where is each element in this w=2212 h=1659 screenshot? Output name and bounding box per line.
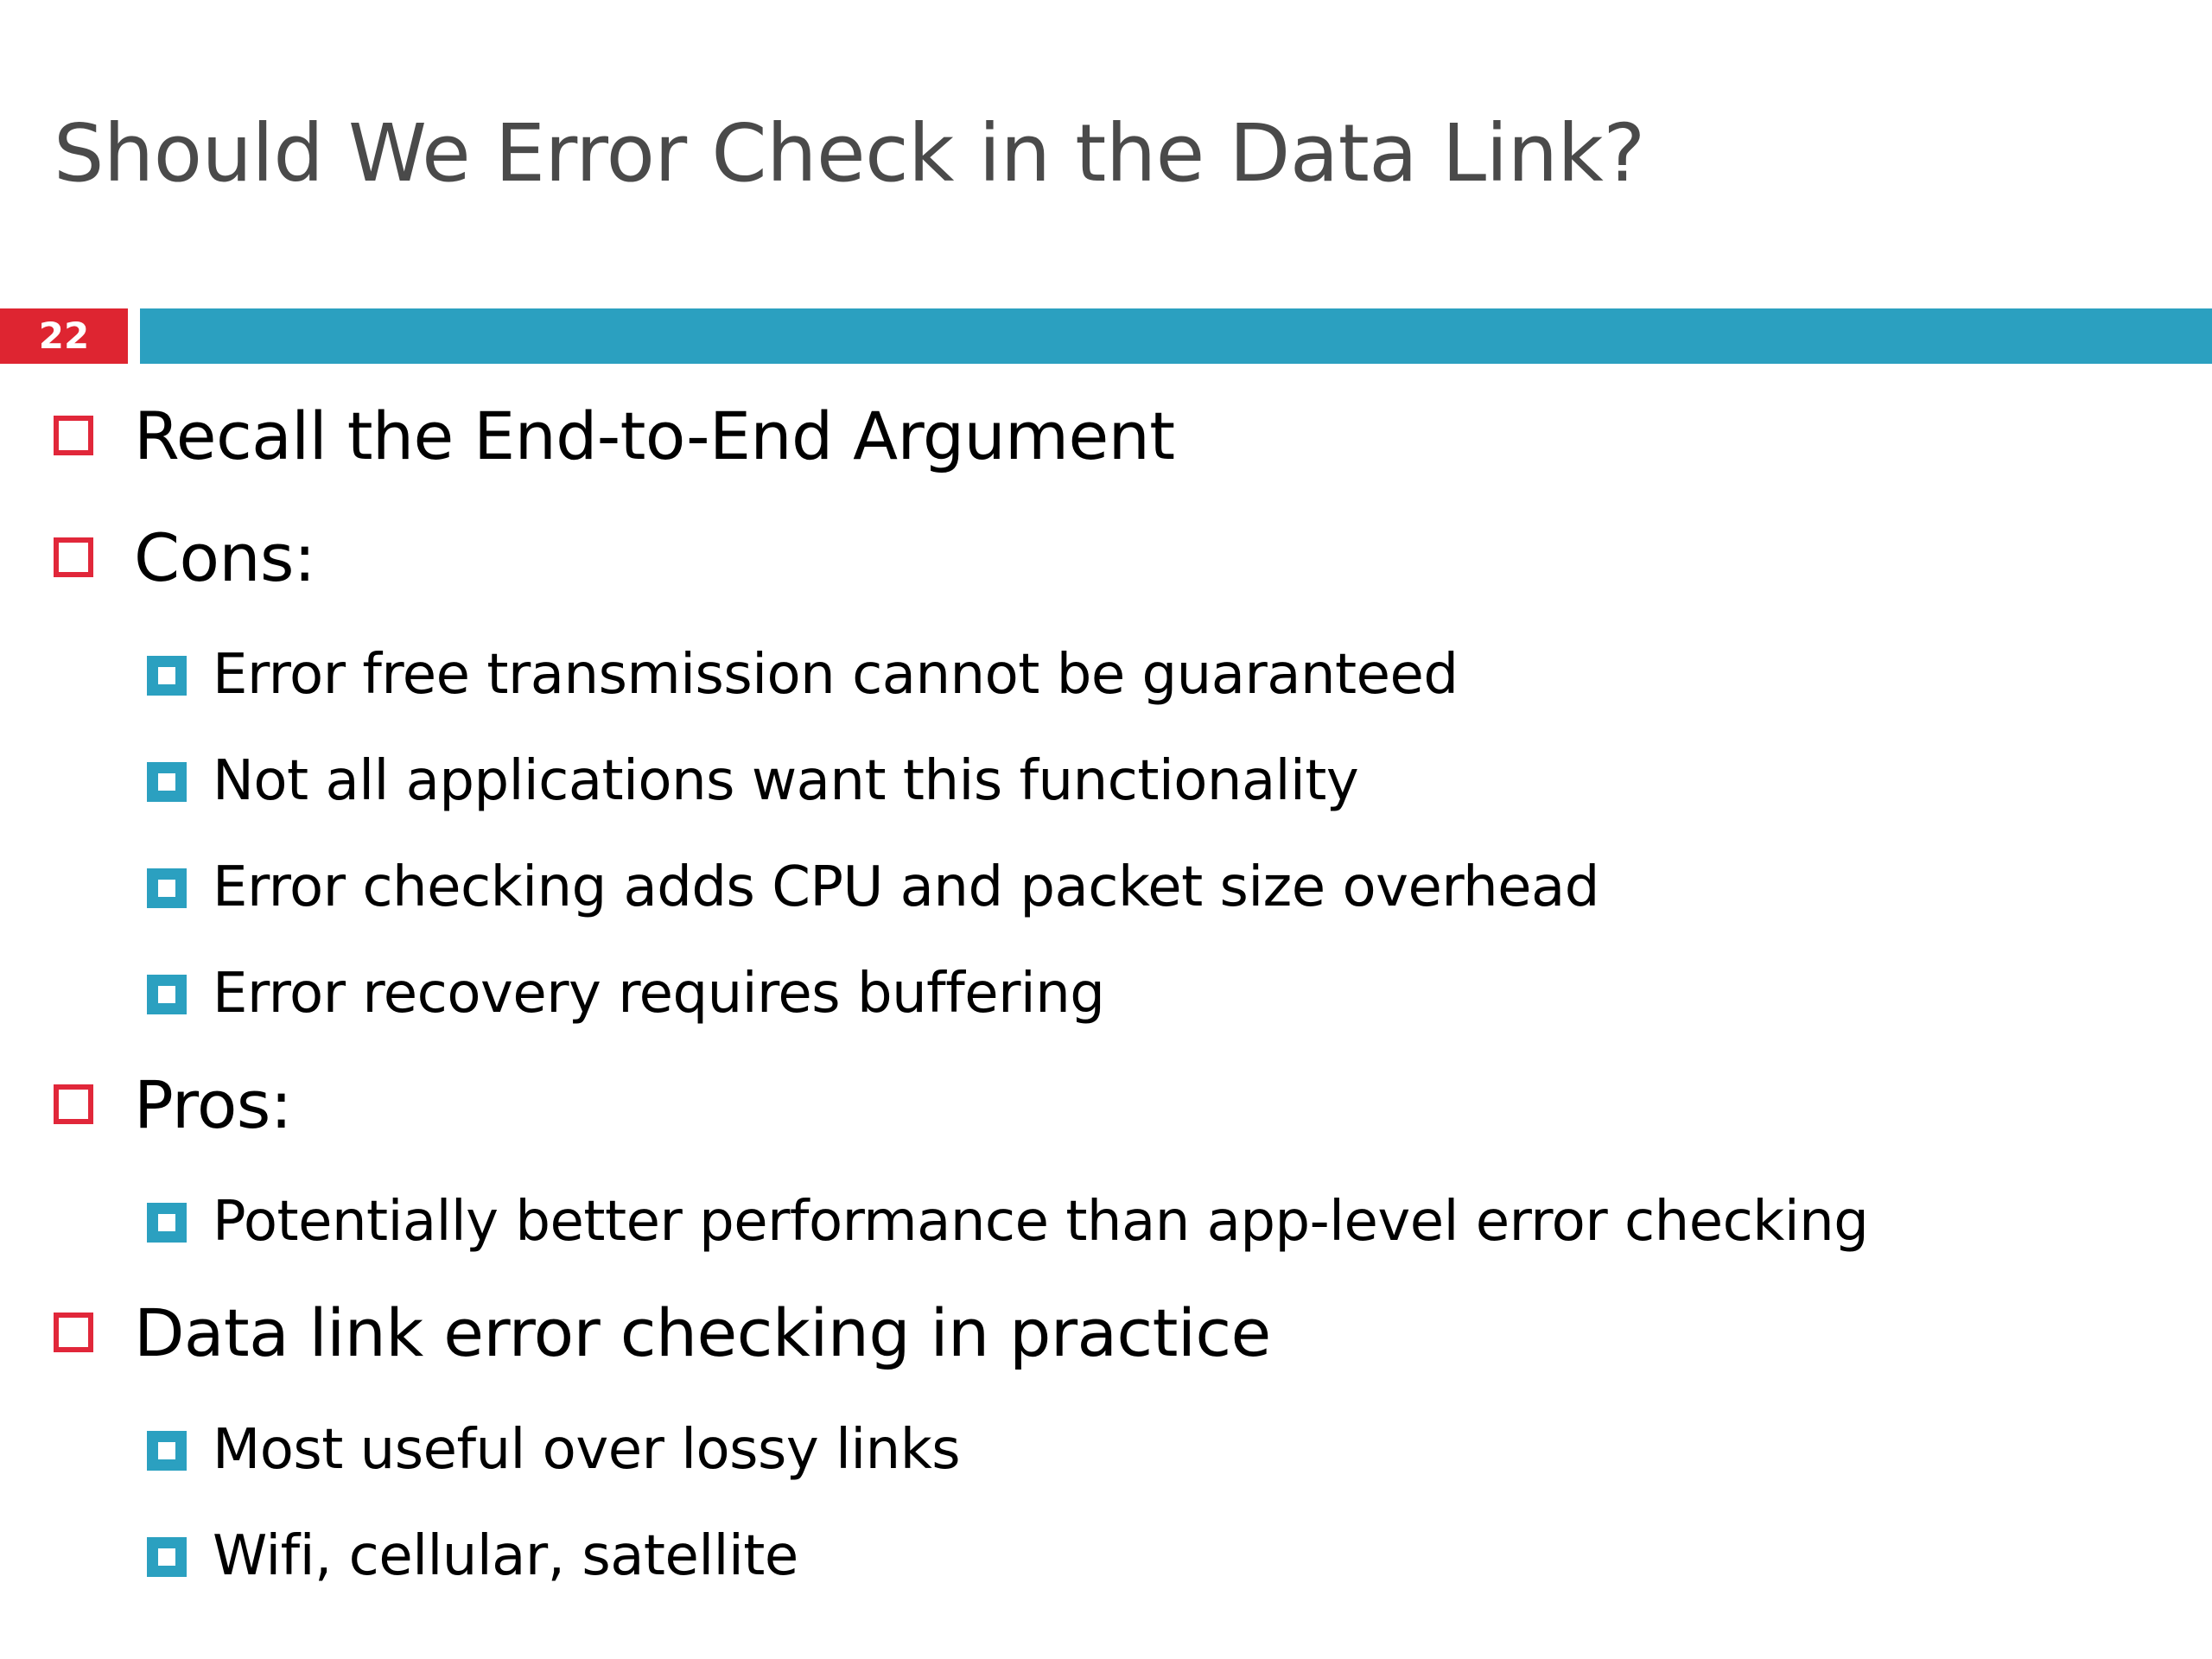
bullet-item-level-1: Pros: xyxy=(0,1062,2212,1184)
bullet-item-level-2: Error free transmission cannot be guaran… xyxy=(0,637,2212,743)
bullet-item-level-2: Wifi, cellular, satellite xyxy=(0,1518,2212,1624)
bullet-text: Data link error checking in practice xyxy=(134,1294,1271,1371)
hollow-square-bullet-icon xyxy=(54,537,93,577)
bullet-text: Error checking adds CPU and packet size … xyxy=(213,855,1599,919)
bullet-text: Not all applications want this functiona… xyxy=(213,749,1359,813)
bullet-text: Potentially better performance than app-… xyxy=(213,1190,1869,1254)
bullet-text: Most useful over lossy links xyxy=(213,1418,961,1482)
bullet-item-level-2: Error recovery requires buffering xyxy=(0,956,2212,1062)
bullet-item-level-1: Recall the End-to-End Argument xyxy=(0,393,2212,515)
bullet-text: Recall the End-to-End Argument xyxy=(134,397,1175,474)
filled-square-bullet-icon xyxy=(147,975,187,1014)
accent-bar xyxy=(140,308,2212,364)
filled-square-bullet-icon xyxy=(147,1537,187,1577)
filled-square-bullet-icon xyxy=(147,656,187,696)
bullet-text: Error recovery requires buffering xyxy=(213,962,1105,1026)
bullet-item-level-1: Cons: xyxy=(0,515,2212,637)
bullet-item-level-2: Error checking adds CPU and packet size … xyxy=(0,849,2212,956)
bullet-item-level-1: Data link error checking in practice xyxy=(0,1290,2212,1412)
hollow-square-bullet-icon xyxy=(54,416,93,455)
slide-number-badge: 22 xyxy=(0,308,128,364)
hollow-square-bullet-icon xyxy=(54,1313,93,1352)
bullet-item-level-2: Most useful over lossy links xyxy=(0,1412,2212,1518)
filled-square-bullet-icon xyxy=(147,1431,187,1471)
bullet-text: Wifi, cellular, satellite xyxy=(213,1524,798,1588)
bullet-text: Cons: xyxy=(134,519,316,596)
bullet-item-level-2: Not all applications want this functiona… xyxy=(0,743,2212,849)
bullet-item-level-2: Potentially better performance than app-… xyxy=(0,1184,2212,1290)
filled-square-bullet-icon xyxy=(147,868,187,908)
filled-square-bullet-icon xyxy=(147,762,187,802)
hollow-square-bullet-icon xyxy=(54,1084,93,1124)
accent-row: 22 xyxy=(0,308,2212,364)
filled-square-bullet-icon xyxy=(147,1203,187,1243)
page-title: Should We Error Check in the Data Link? xyxy=(54,107,1645,200)
bullet-text: Error free transmission cannot be guaran… xyxy=(213,643,1459,707)
bullet-text: Pros: xyxy=(134,1066,292,1143)
title-area: Should We Error Check in the Data Link? xyxy=(54,102,2145,240)
